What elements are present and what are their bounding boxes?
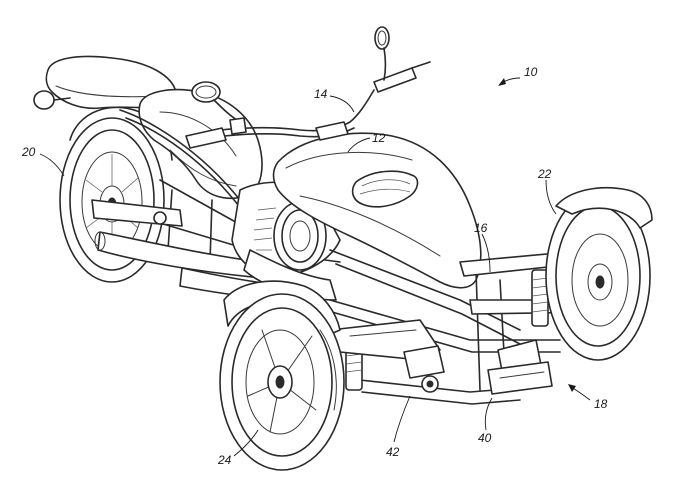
label-12: 12 xyxy=(347,131,386,153)
label-22: 22 xyxy=(537,167,557,215)
label-14: 14 xyxy=(314,87,355,113)
svg-text:18: 18 xyxy=(594,397,608,411)
label-18: 18 xyxy=(568,384,608,411)
svg-text:16: 16 xyxy=(474,221,488,235)
front-module xyxy=(487,339,553,395)
svg-text:12: 12 xyxy=(372,131,386,145)
label-42: 42 xyxy=(386,395,411,459)
front-wheel-left xyxy=(219,280,345,471)
body-shroud xyxy=(272,132,482,289)
label-16: 16 xyxy=(474,221,491,273)
svg-text:22: 22 xyxy=(537,167,552,181)
handlebar xyxy=(185,61,431,149)
svg-text:20: 20 xyxy=(21,145,36,159)
label-40: 40 xyxy=(478,397,493,445)
front-frame xyxy=(329,249,561,405)
label-20: 20 xyxy=(21,145,65,177)
front-wheel-right xyxy=(545,186,653,361)
svg-text:40: 40 xyxy=(478,431,492,445)
svg-text:42: 42 xyxy=(386,445,400,459)
label-24: 24 xyxy=(217,429,259,467)
left-mirror xyxy=(191,81,241,123)
swing-arm xyxy=(91,199,183,227)
svg-text:10: 10 xyxy=(524,65,538,79)
right-mirror xyxy=(374,26,390,81)
steering-link xyxy=(403,345,445,393)
tail-light xyxy=(33,90,71,110)
svg-text:14: 14 xyxy=(314,87,328,101)
label-10: 10 xyxy=(498,65,538,86)
svg-text:24: 24 xyxy=(217,453,232,467)
